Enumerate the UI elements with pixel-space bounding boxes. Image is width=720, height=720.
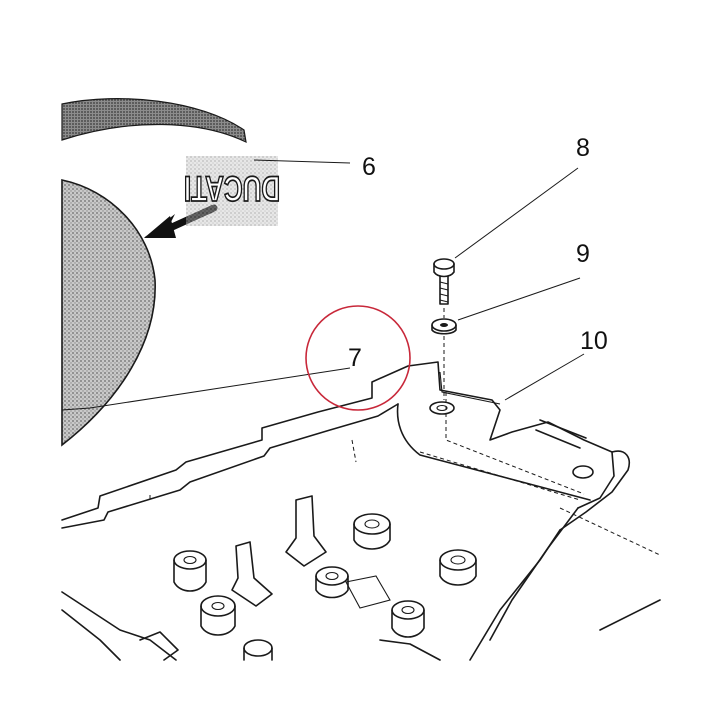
- callout-8: 8: [576, 134, 590, 162]
- callout-7: 7: [348, 344, 362, 372]
- seat-cushion: [61, 98, 247, 447]
- seat-pan-boss: [439, 549, 477, 586]
- seat-pan-boss: [200, 595, 236, 636]
- callout-9: 9: [576, 240, 590, 268]
- ducati-logo-text: DUCATI: [184, 169, 280, 209]
- seat-pan-boss: [243, 639, 273, 661]
- washer: [431, 318, 457, 335]
- seat-pan-boss: [173, 550, 207, 592]
- callout-6: 6: [362, 153, 376, 181]
- seat-pan-boss: [315, 566, 349, 599]
- callout-10: 10: [580, 327, 608, 355]
- seat-pan: [61, 361, 661, 661]
- seat-pan-boss: [391, 600, 425, 638]
- highlight-circle: [305, 305, 411, 411]
- ducati-decal: DUCATI: [183, 156, 281, 226]
- leader-lines: [61, 159, 585, 411]
- seat-pan-boss: [353, 513, 391, 550]
- bolt: [433, 258, 455, 305]
